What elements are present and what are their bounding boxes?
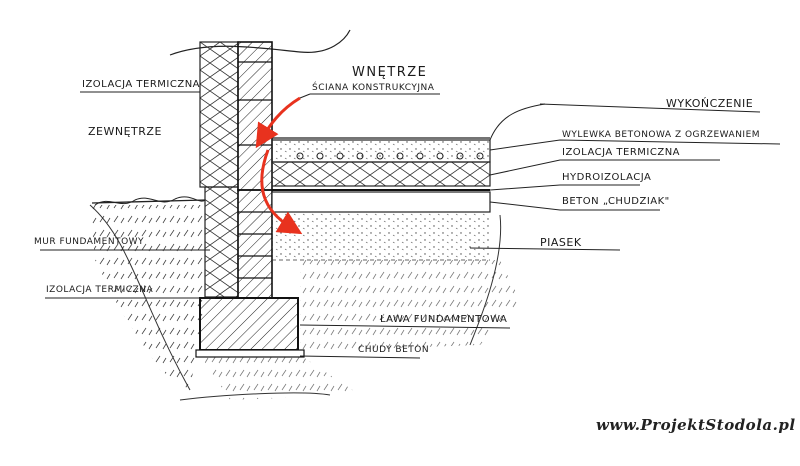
footing bbox=[199, 297, 299, 351]
floor-layers bbox=[271, 137, 491, 261]
leader-lines bbox=[40, 91, 781, 359]
structural-wall bbox=[237, 41, 273, 191]
label-screed-heating: WYLEWKA BETONOWA Z OGRZEWANIEM bbox=[562, 130, 761, 140]
label-finish: WYKOŃCZENIE bbox=[666, 97, 754, 110]
label-sand: PIASEK bbox=[540, 236, 582, 249]
label-waterproofing: HYDROIZOLACJA bbox=[562, 172, 652, 183]
ground-surface bbox=[91, 199, 206, 204]
label-thermal-insulation-floor: IZOLACJA TERMICZNA bbox=[562, 147, 681, 158]
label-thermal-insulation-wall: IZOLACJA TERMICZNA bbox=[82, 79, 201, 90]
exterior-insulation-upper bbox=[199, 41, 239, 188]
label-interior: WNĘTRZE bbox=[352, 65, 428, 80]
label-thermal-insulation-foundation: IZOLACJA TERMICZNA bbox=[46, 285, 154, 295]
heat-flow-arrow-lower bbox=[260, 149, 303, 235]
soil-below bbox=[200, 260, 520, 400]
label-footing: ŁAWA FUNDAMENTOWA bbox=[380, 314, 508, 325]
foundation-wall-blocks bbox=[237, 189, 273, 299]
watermark-logo: www.ProjektStodola.pl bbox=[596, 416, 796, 434]
label-structural-wall: ŚCIANA KONSTRUKCYJNA bbox=[312, 83, 435, 93]
heat-flow-arrow-upper bbox=[255, 96, 301, 149]
label-exterior: ZEWNĘTRZE bbox=[88, 125, 162, 138]
label-lean-concrete-slab: BETON „CHUDZIAK" bbox=[562, 196, 670, 207]
label-foundation-wall: MUR FUNDAMENTOWY bbox=[34, 237, 145, 247]
lean-concrete bbox=[195, 349, 305, 358]
exterior-insulation-lower bbox=[204, 186, 239, 298]
label-lean-concrete: CHUDY BETON bbox=[358, 345, 430, 355]
